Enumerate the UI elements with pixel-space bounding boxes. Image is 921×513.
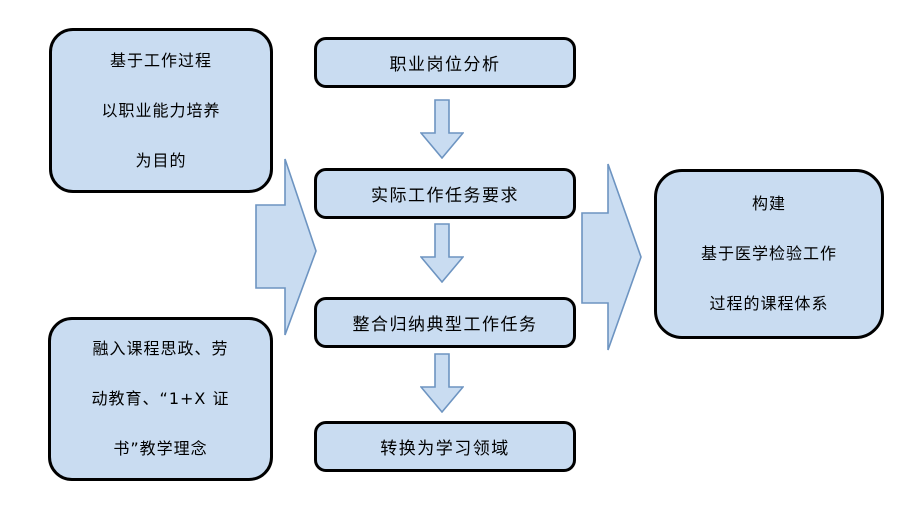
flow-box-task-requirements: 实际工作任务要求 <box>314 168 576 219</box>
principle-box-ideology: 融入课程思政、劳 动教育、“1+X 证 书”教学理念 <box>48 317 273 481</box>
principle-box-line: 基于工作过程 <box>109 50 212 70</box>
principle-box-line: 融入课程思政、劳 <box>92 339 229 358</box>
principle-box-line: 书”教学理念 <box>113 439 208 458</box>
result-box-curriculum-system: 构建 基于医学检验工作 过程的课程体系 <box>654 169 884 339</box>
flow-box-typical-tasks: 整合归纳典型工作任务 <box>314 297 576 348</box>
flow-box-job-analysis: 职业岗位分析 <box>314 37 576 88</box>
flow-box-learning-domain: 转换为学习领域 <box>314 421 576 472</box>
flow-box-label: 实际工作任务要求 <box>371 186 519 206</box>
down-arrow-icon <box>420 353 464 413</box>
principle-box-line: 以职业能力培养 <box>101 100 221 120</box>
principle-box-work-process: 基于工作过程 以职业能力培养 为目的 <box>49 28 273 193</box>
down-arrow-icon <box>420 99 464 159</box>
principle-box-line: 动教育、“1+X 证 <box>91 389 230 408</box>
result-box-line: 过程的课程体系 <box>709 294 829 313</box>
flow-box-label: 转换为学习领域 <box>380 439 510 459</box>
block-arrow-left-to-flow <box>255 158 317 336</box>
result-box-line: 基于医学检验工作 <box>700 244 837 263</box>
principle-box-line: 为目的 <box>135 150 187 170</box>
result-box-line: 构建 <box>751 194 786 213</box>
flow-box-label: 职业岗位分析 <box>389 55 501 75</box>
block-arrow-flow-to-result <box>581 163 642 351</box>
down-arrow-icon <box>420 223 464 283</box>
flow-box-label: 整合归纳典型工作任务 <box>352 315 538 335</box>
